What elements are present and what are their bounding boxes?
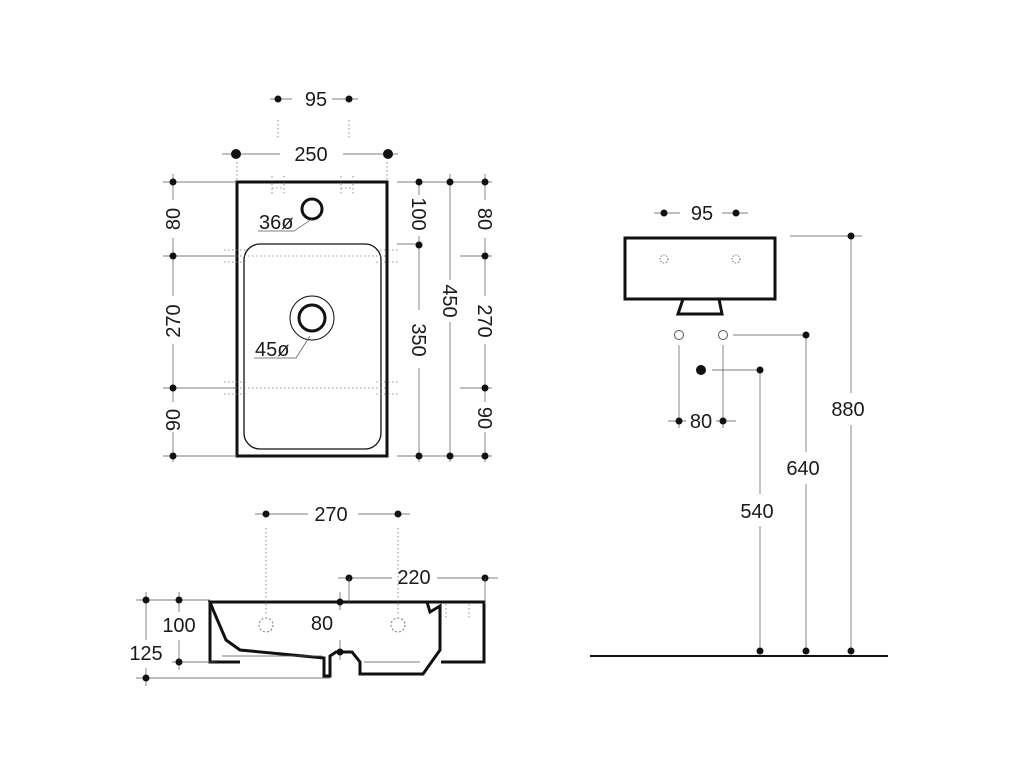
- dim-overall-width: 250: [294, 144, 327, 166]
- dim-section-100: 100: [162, 615, 195, 637]
- basin-front: [623, 236, 777, 301]
- dim-right-90: 90: [473, 407, 495, 429]
- dim-right-450: 450: [438, 284, 460, 317]
- dim-elev-640: 640: [786, 458, 819, 480]
- elevation-view: 95 80 880 640 540: [590, 203, 888, 657]
- dim-left-80: 80: [163, 208, 185, 230]
- dim-elev-95: 95: [691, 203, 713, 225]
- dim-right-80: 80: [473, 208, 495, 230]
- dim-right-270: 270: [473, 304, 495, 337]
- basin-bowl: [243, 243, 382, 450]
- waste-point: [696, 365, 706, 375]
- waste-outlet-outer: [289, 295, 335, 341]
- section-view: 270 220 80 100 125: [129, 504, 498, 686]
- dim-right-350: 350: [407, 323, 429, 356]
- dim-tap-spacing: 95: [305, 89, 327, 111]
- dim-elev-80: 80: [690, 411, 712, 433]
- waste-outlet: [297, 303, 327, 333]
- label-waste-diameter: 45ø: [255, 339, 289, 361]
- dim-section-80: 80: [311, 613, 333, 635]
- dim-elev-540: 540: [740, 501, 773, 523]
- top-view: 95 250 36ø 45ø 80 270 90 100 350 450 80 …: [163, 89, 495, 462]
- supply-left: [674, 330, 684, 340]
- tap-hole: [300, 197, 324, 221]
- supply-right: [718, 330, 728, 340]
- dim-elev-880: 880: [831, 399, 864, 421]
- dim-section-220: 220: [397, 567, 430, 589]
- dim-left-270: 270: [163, 304, 185, 337]
- label-tap-hole-diameter: 36ø: [259, 212, 293, 234]
- dim-right-100: 100: [407, 197, 429, 230]
- dim-left-90: 90: [163, 409, 185, 431]
- section-hole-right: [390, 617, 406, 633]
- dim-section-270: 270: [314, 504, 347, 526]
- basin-outline: [235, 180, 389, 458]
- dim-section-125: 125: [129, 643, 162, 665]
- section-hole-left: [258, 617, 274, 633]
- basin-waste-neck: [675, 298, 724, 316]
